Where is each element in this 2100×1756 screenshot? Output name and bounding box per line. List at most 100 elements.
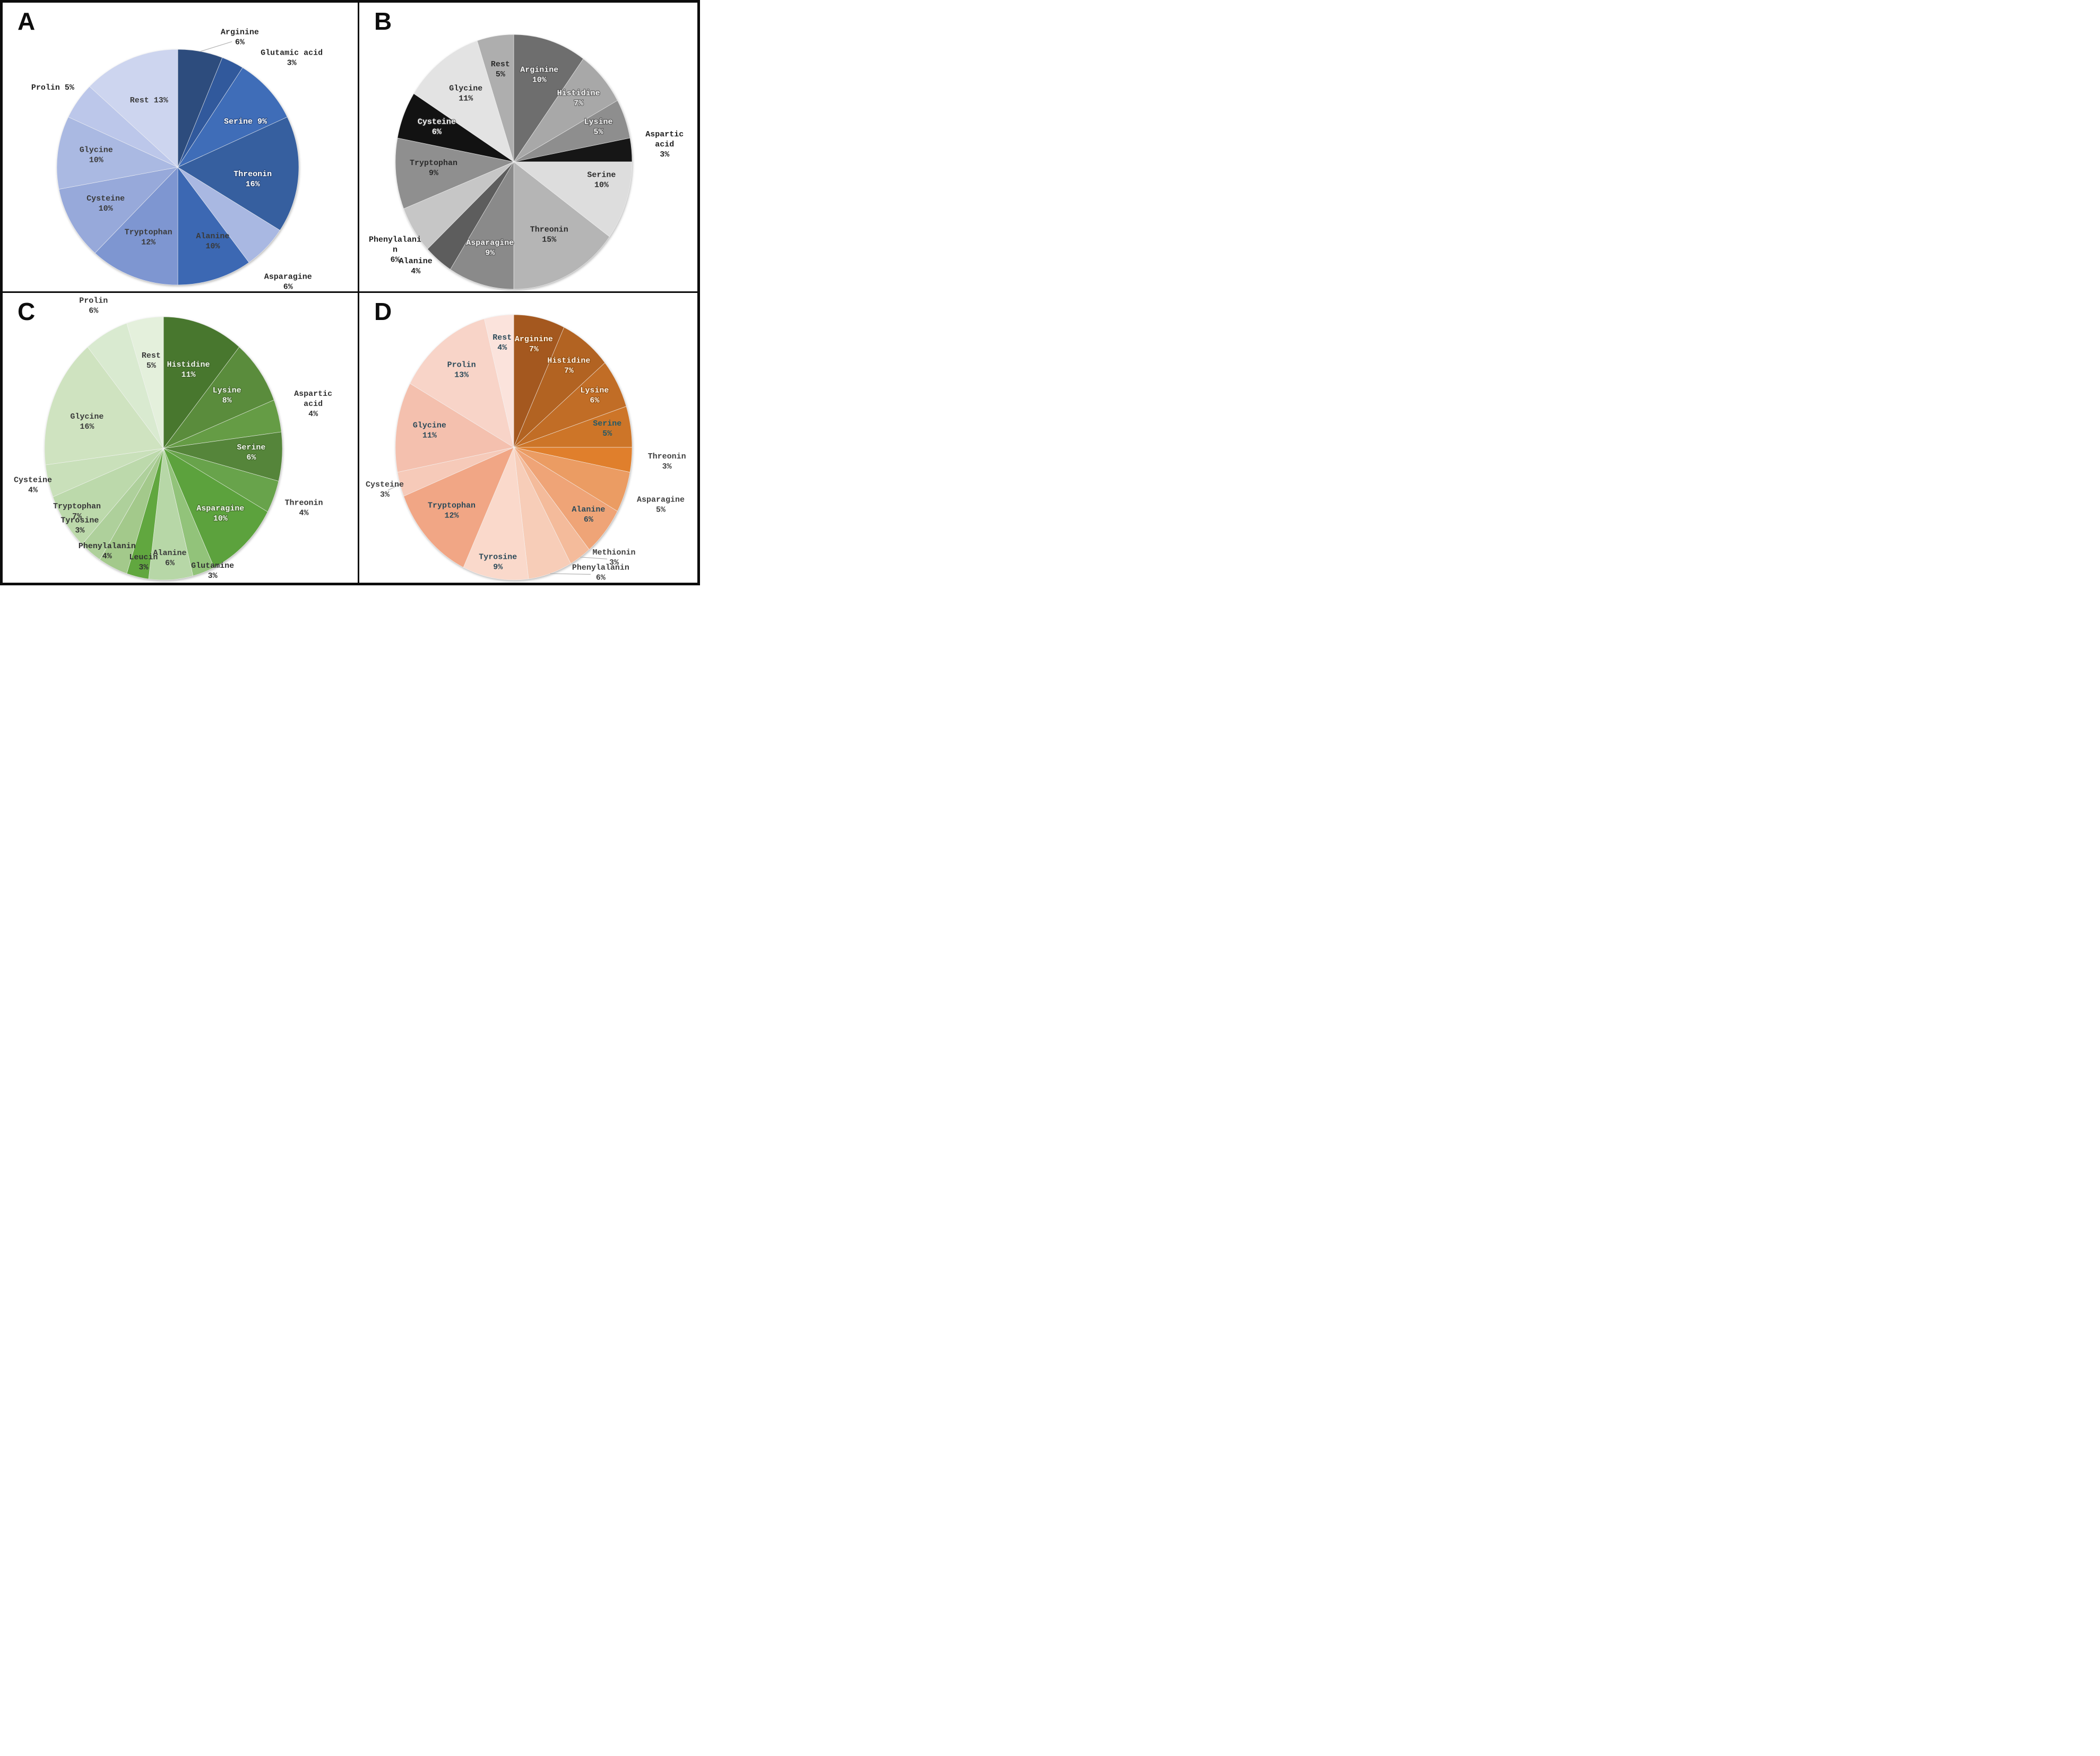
pie-label-a-prolin: Prolin 5% — [31, 83, 75, 92]
pie-slice-c-asparagine — [163, 448, 268, 568]
panel-c-letter: C — [18, 298, 36, 325]
pie-label-a-rest: Rest 13% — [130, 96, 169, 105]
pie-slice-d-rest — [484, 314, 514, 448]
leader-line-d-methionin — [580, 557, 608, 559]
panel-b-letter: B — [374, 7, 392, 35]
pie-slice-d-prolin — [410, 318, 514, 448]
pie-slice-b-histidine — [513, 58, 618, 162]
pie-slice-b-asparagine — [450, 161, 514, 290]
panel-d-letter: D — [374, 298, 392, 325]
pie-C-slices — [44, 316, 283, 581]
panel-a-letter: A — [18, 7, 36, 35]
pie-slice-c-tryptophan — [53, 448, 164, 545]
pie-slice-a-glycine — [56, 117, 179, 190]
pie-A-slices — [56, 49, 299, 286]
pie-slice-b-serine — [513, 161, 633, 237]
pie-slice-a-cysteine — [58, 167, 179, 254]
pie-D-leader-lines — [387, 484, 608, 575]
pie-slice-d-tyrosine — [463, 446, 529, 581]
pie-slice-c-histidine — [163, 316, 240, 449]
pie-slice-d-tryptophan — [403, 447, 514, 568]
pie-slice-a-rest — [89, 49, 178, 168]
pie-slice-d-arginine — [513, 314, 565, 448]
pie-slice-b-threonin — [513, 161, 610, 290]
pie-slice-b-tryptophan — [395, 137, 515, 209]
pie-slice-b-rest — [477, 34, 514, 162]
pie-slice-d-histidine — [513, 327, 606, 448]
leader-line-d-cysteine — [387, 484, 401, 491]
pie-slice-c-rest — [126, 316, 164, 449]
pie-slice-d-glycine — [395, 383, 514, 473]
leader-line-a-arginine — [200, 41, 232, 52]
pie-A-leader-lines — [200, 41, 232, 52]
pie-slice-b-arginine — [513, 34, 584, 163]
pie-B-slices — [395, 34, 633, 290]
pie-slice-b-glycine — [413, 40, 514, 162]
pie-slice-c-lysine — [162, 347, 274, 449]
pie-slice-a-alanine — [177, 166, 249, 286]
pie-D-slices — [395, 314, 633, 581]
leader-line-d-phenylalanin — [550, 573, 591, 575]
